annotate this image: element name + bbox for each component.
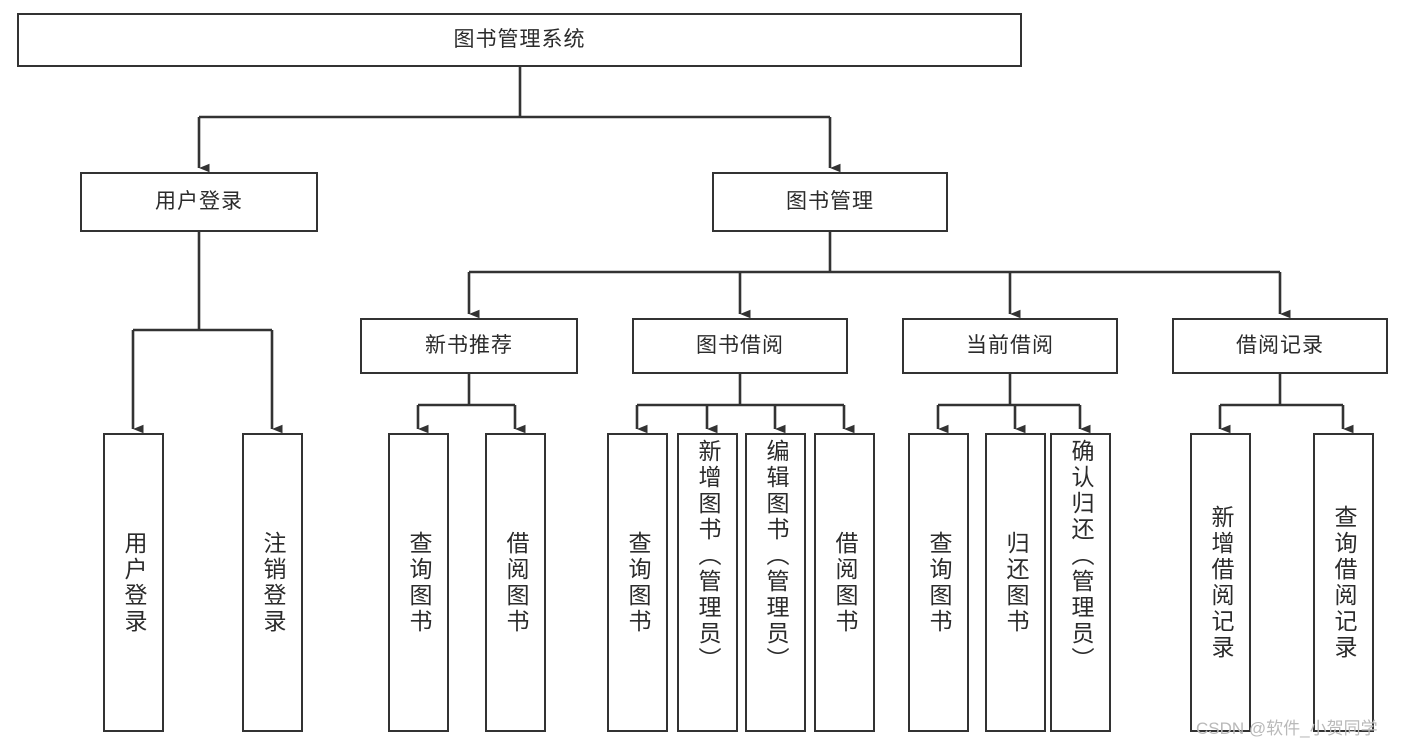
- leaf-user-login[interactable]: 用户登录: [103, 433, 164, 732]
- leaf-query-book-current[interactable]: 查询图书: [908, 433, 969, 732]
- leaf-borrow-book-rec[interactable]: 借阅图书: [485, 433, 546, 732]
- leaf-confirm-return-admin-label: 确认归还（管理员）: [1068, 439, 1094, 673]
- node-root[interactable]: 图书管理系统: [17, 13, 1022, 67]
- node-current-borrow[interactable]: 当前借阅: [902, 318, 1118, 374]
- leaf-borrow-book-rec-label: 借阅图书: [503, 530, 529, 635]
- leaf-add-book-admin[interactable]: 新增图书（管理员）: [677, 433, 738, 732]
- leaf-user-login-label: 用户登录: [121, 530, 147, 635]
- node-book-manage-label: 图书管理: [786, 189, 874, 213]
- leaf-borrow-book-label: 借阅图书: [832, 530, 858, 635]
- leaf-add-borrow-record[interactable]: 新增借阅记录: [1190, 433, 1251, 732]
- leaf-query-book-rec[interactable]: 查询图书: [388, 433, 449, 732]
- node-root-label: 图书管理系统: [453, 27, 586, 51]
- leaf-query-borrow-record[interactable]: 查询借阅记录: [1313, 433, 1374, 732]
- leaf-borrow-book[interactable]: 借阅图书: [814, 433, 875, 732]
- node-new-book-recommend-label: 新书推荐: [425, 333, 513, 357]
- leaf-query-borrow-record-label: 查询借阅记录: [1331, 504, 1357, 661]
- leaf-add-borrow-record-label: 新增借阅记录: [1208, 504, 1234, 661]
- leaf-query-book-current-label: 查询图书: [926, 530, 952, 635]
- leaf-query-book-borrow[interactable]: 查询图书: [607, 433, 668, 732]
- node-book-borrow-label: 图书借阅: [696, 333, 784, 357]
- leaf-return-book[interactable]: 归还图书: [985, 433, 1046, 732]
- leaf-confirm-return-admin[interactable]: 确认归还（管理员）: [1050, 433, 1111, 732]
- leaf-return-book-label: 归还图书: [1003, 530, 1029, 635]
- node-borrow-record-label: 借阅记录: [1236, 333, 1324, 357]
- leaf-query-book-rec-label: 查询图书: [406, 530, 432, 635]
- connector-lines: [131, 67, 1354, 434]
- leaf-edit-book-admin-label: 编辑图书（管理员）: [763, 439, 789, 673]
- node-borrow-record[interactable]: 借阅记录: [1172, 318, 1388, 374]
- leaf-logout[interactable]: 注销登录: [242, 433, 303, 732]
- leaf-edit-book-admin[interactable]: 编辑图书（管理员）: [745, 433, 806, 732]
- node-current-borrow-label: 当前借阅: [966, 333, 1054, 357]
- node-user-login-label: 用户登录: [155, 189, 243, 213]
- node-user-login[interactable]: 用户登录: [80, 172, 318, 232]
- node-new-book-recommend[interactable]: 新书推荐: [360, 318, 578, 374]
- node-book-borrow[interactable]: 图书借阅: [632, 318, 848, 374]
- leaf-query-book-borrow-label: 查询图书: [625, 530, 651, 635]
- watermark-text: CSDN @软件_小贺同学: [1196, 719, 1378, 738]
- leaf-add-book-admin-label: 新增图书（管理员）: [695, 439, 721, 673]
- node-book-manage[interactable]: 图书管理: [712, 172, 948, 232]
- leaf-logout-label: 注销登录: [260, 530, 286, 635]
